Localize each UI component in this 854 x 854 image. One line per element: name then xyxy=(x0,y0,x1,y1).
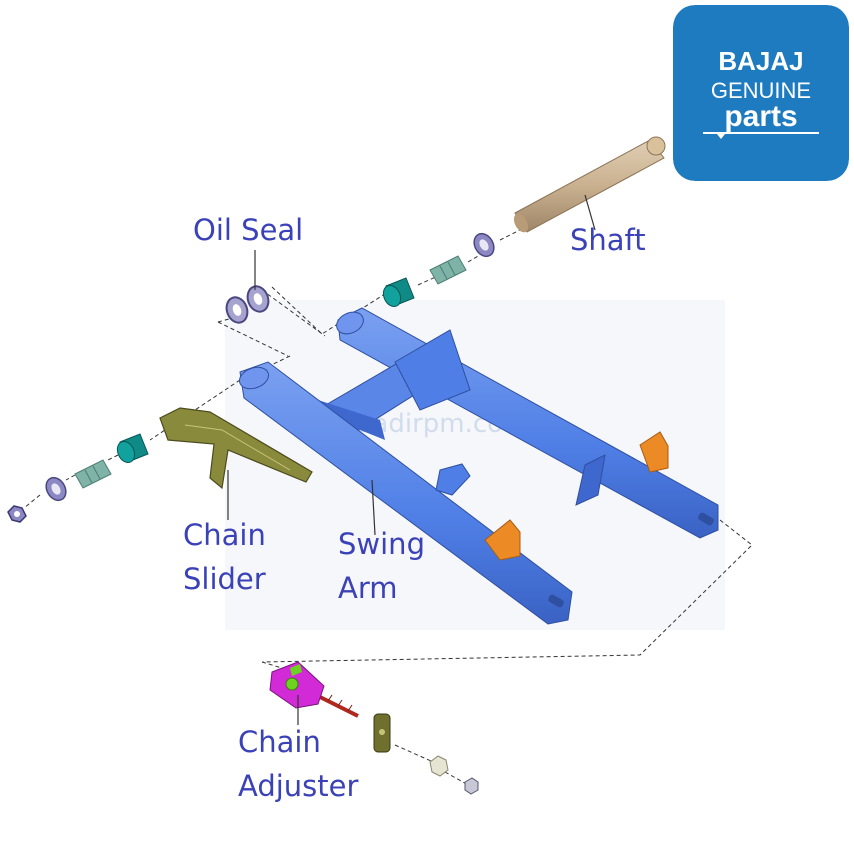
bushing-right xyxy=(382,277,415,308)
label-chain-slider: Chain Slider xyxy=(183,518,266,596)
logo-brand: BAJAJ xyxy=(718,46,803,76)
swing-arm xyxy=(238,307,719,625)
shaft xyxy=(513,136,666,233)
washer-left xyxy=(45,476,67,502)
label-oil-seal: Oil Seal xyxy=(193,213,304,247)
chain-slider xyxy=(159,407,313,490)
label-swing-arm: Swing Arm xyxy=(338,527,425,605)
bajaj-genuine-parts-logo: BAJAJ GENUINE parts xyxy=(673,5,849,181)
bushing-left xyxy=(116,433,149,464)
chain-adjuster xyxy=(269,661,479,795)
label-chain-adjuster: Chain Adjuster xyxy=(238,725,359,803)
label-shaft: Shaft xyxy=(570,223,646,257)
collar-left xyxy=(74,459,112,489)
oil-seals xyxy=(225,285,270,324)
logo-line3: parts xyxy=(724,100,797,133)
washer-right xyxy=(473,232,495,258)
logo-line2: GENUINE xyxy=(711,78,811,103)
collar-right xyxy=(429,255,467,285)
swing-arm-leader xyxy=(371,479,376,536)
nut-left xyxy=(7,505,27,523)
shaft-leader xyxy=(584,194,596,231)
